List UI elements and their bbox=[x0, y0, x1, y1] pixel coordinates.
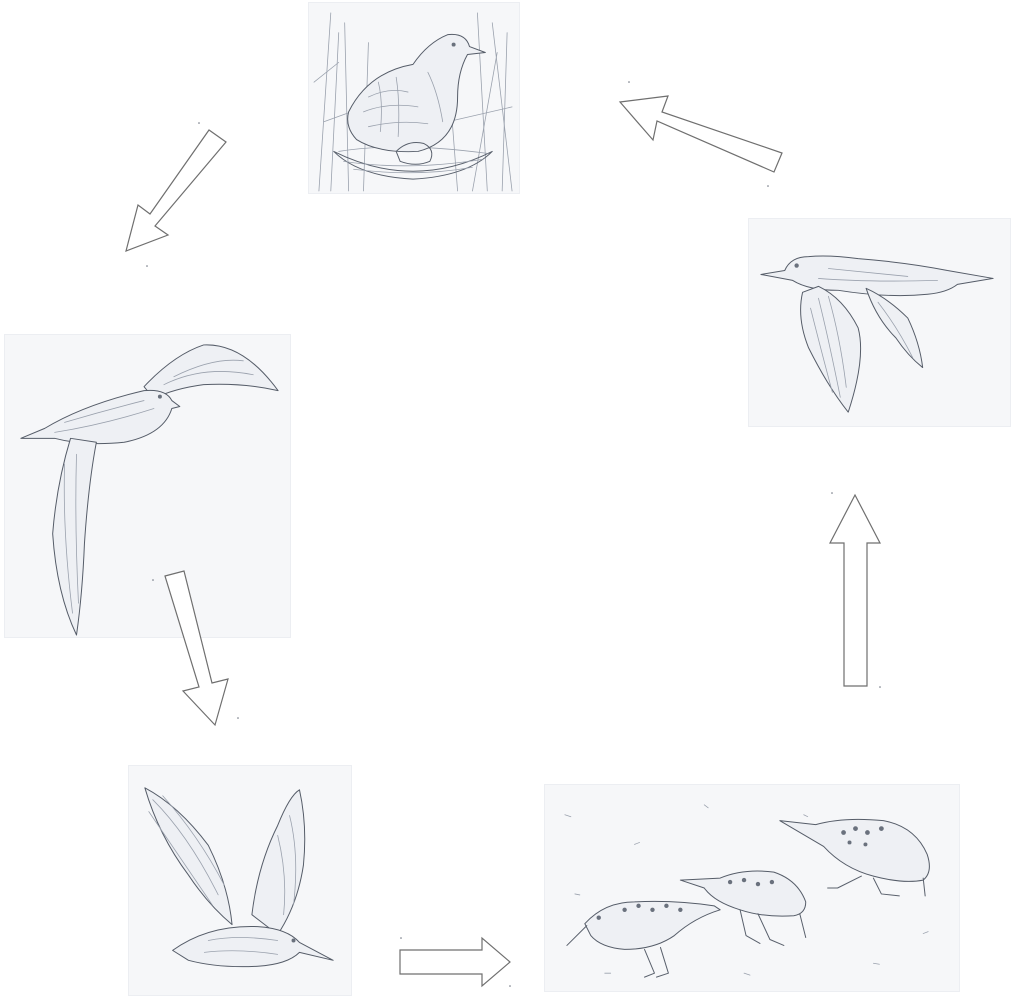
stage-flight-right-panel bbox=[748, 218, 1011, 427]
arrow-to-flight-right bbox=[830, 495, 880, 686]
stage-foraging-panel bbox=[544, 784, 960, 992]
takeoff-bird-icon bbox=[129, 766, 351, 995]
arrow-to-nesting bbox=[620, 96, 782, 172]
arrow-to-foraging bbox=[400, 938, 510, 986]
nesting-bird-icon bbox=[309, 3, 519, 193]
stage-nesting-panel bbox=[308, 2, 520, 194]
flying-shorebird-icon bbox=[749, 219, 1010, 426]
flying-shorebird-icon bbox=[5, 335, 290, 637]
foraging-sandpipers-icon bbox=[545, 785, 959, 991]
arrow-to-flight-left bbox=[126, 130, 226, 251]
stage-flight-left-panel bbox=[4, 334, 291, 638]
stage-takeoff-panel bbox=[128, 765, 352, 996]
